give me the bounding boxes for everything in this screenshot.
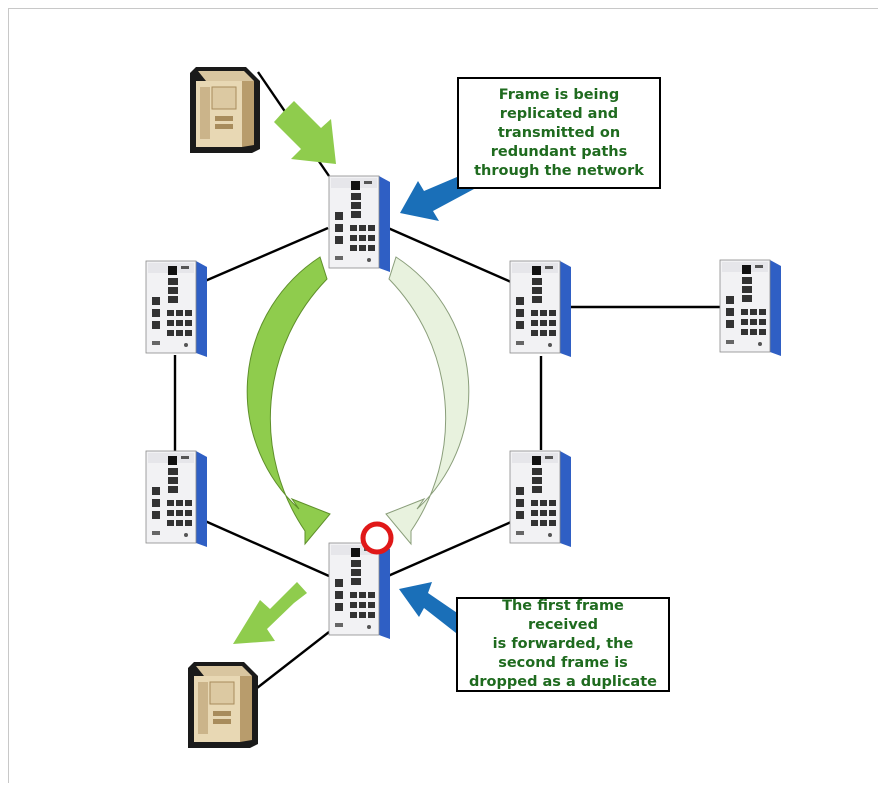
switch-far-right-icon	[719, 259, 782, 357]
switch-upper-left-icon	[145, 260, 208, 358]
callout-line: second frame is	[498, 655, 628, 671]
duplicate-drop-marker-icon	[360, 521, 394, 555]
callout-line: transmitted on	[497, 124, 621, 141]
duplicate-drop-callout: The first frame received is forwarded, t…	[456, 597, 670, 692]
callout-line: through the network	[474, 162, 644, 179]
callout-line: dropped as a duplicate	[469, 674, 657, 690]
right-pale-arc-arrow	[385, 256, 470, 546]
replication-callout: Frame is being replicated and transmitte…	[457, 77, 661, 189]
switch-upper-right-icon	[509, 260, 572, 358]
replication-pointer-arrow	[400, 174, 474, 221]
diagram-frame	[8, 8, 878, 783]
switch-lower-right-icon	[509, 450, 572, 548]
switch-bottom-icon	[328, 542, 391, 640]
callout-line: replicated and	[499, 105, 619, 122]
callout-line: The first frame received	[502, 598, 624, 633]
source-server-icon	[189, 66, 261, 154]
server-egress-arrow	[233, 582, 307, 644]
switch-lower-left-icon	[145, 450, 208, 548]
destination-server-icon	[187, 661, 259, 749]
left-green-arc-arrow	[246, 256, 331, 546]
callout-line: redundant paths	[490, 143, 628, 160]
callout-line: is forwarded, the	[492, 636, 634, 652]
server-ingress-arrow	[274, 101, 336, 164]
callout-line: Frame is being	[498, 86, 620, 103]
switch-top-icon	[328, 175, 391, 273]
duplicate-pointer-arrow	[399, 582, 466, 633]
